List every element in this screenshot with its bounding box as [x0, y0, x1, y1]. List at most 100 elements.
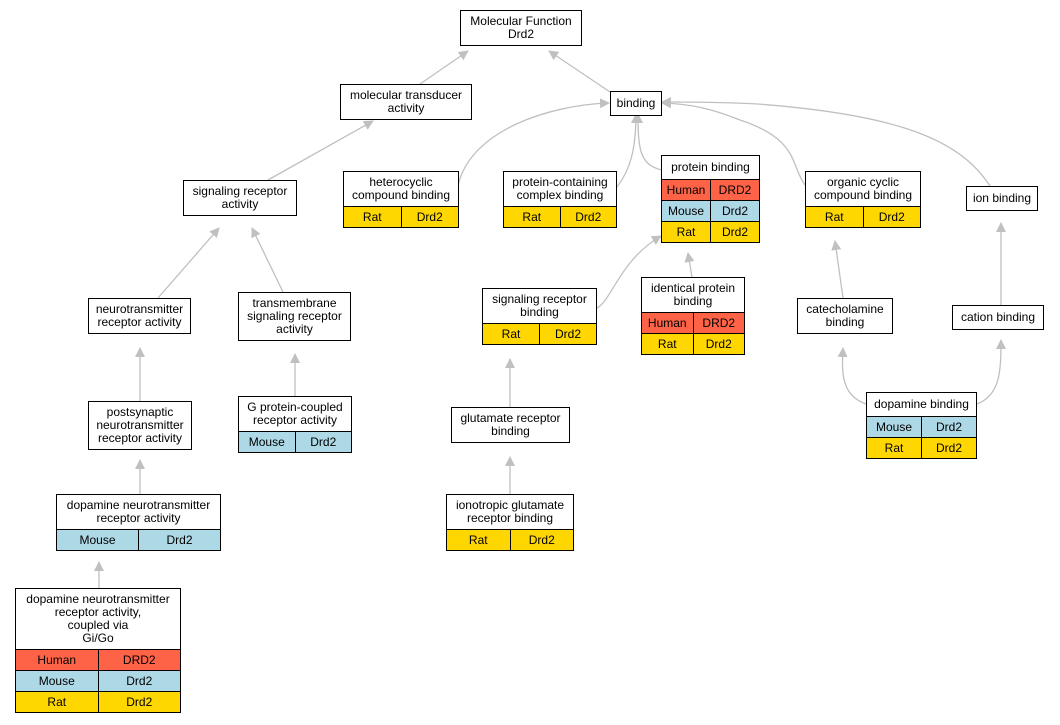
node-title: identical protein binding [650, 281, 736, 308]
node-title: G protein-coupled receptor activity [247, 400, 343, 427]
edge-hcb-bind [457, 98, 610, 187]
node-glutamate-receptor-binding[interactable]: glutamate receptor binding [451, 407, 570, 443]
gene-cell: DRD2 [692, 313, 744, 333]
node-title: neurotransmitter receptor activity [95, 302, 184, 329]
species-cell: Rat [16, 692, 98, 712]
node-neurotransmitter-receptor-activity[interactable]: neurotransmitter receptor activity [88, 298, 191, 334]
species-cell: Rat [344, 207, 401, 227]
node-signaling-receptor-activity[interactable]: signaling receptor activity [183, 180, 297, 216]
species-cell: Rat [483, 324, 539, 344]
node-title: postsynaptic neurotransmitter receptor a… [96, 405, 184, 445]
edge-db-catb [976, 339, 1006, 405]
node-ion-binding[interactable]: ion binding [966, 186, 1038, 211]
species-cell: Mouse [57, 530, 138, 550]
edge-occb-bind [661, 98, 806, 186]
edge-cab-occb [831, 240, 844, 299]
edge-pccb-bind [616, 113, 641, 188]
gene-cell: Drd2 [97, 671, 180, 691]
node-binding[interactable]: binding [610, 91, 662, 116]
edge-db-cab [837, 347, 867, 405]
node-title: Molecular Function Drd2 [470, 14, 572, 41]
node-dopamine-neurotransmitter-receptor-activity-gi-go[interactable]: dopamine neurotransmitter receptor activ… [15, 588, 181, 713]
edge-tsra-sra [251, 227, 284, 293]
node-title: dopamine binding [874, 397, 969, 411]
node-title: dopamine neurotransmitter receptor activ… [26, 592, 170, 645]
node-title: dopamine neurotransmitter receptor activ… [66, 498, 211, 525]
node-title: organic cyclic compound binding [813, 175, 913, 202]
gene-cell: Drd2 [862, 207, 920, 227]
species-cell: Rat [662, 222, 710, 242]
gene-cell: Drd2 [692, 334, 744, 354]
node-postsynaptic-neurotransmitter-receptor-activity[interactable]: postsynaptic neurotransmitter receptor a… [88, 401, 192, 450]
species-cell: Human [662, 180, 710, 200]
node-molecular-transducer-activity[interactable]: molecular transducer activity [340, 84, 472, 120]
edge-mtr-mf [419, 50, 469, 85]
gene-cell: Drd2 [97, 692, 180, 712]
edge-bind-mf [548, 50, 611, 93]
gene-cell: Drd2 [400, 207, 458, 227]
node-title: cation binding [960, 310, 1036, 324]
node-title: ionotropic glutamate receptor binding [455, 498, 565, 525]
edge-nra-sra [157, 227, 220, 299]
node-title: ion binding [972, 191, 1032, 205]
gene-cell: Drd2 [509, 530, 573, 550]
node-catecholamine-binding[interactable]: catecholamine binding [797, 298, 893, 334]
species-cell: Mouse [16, 671, 98, 691]
gene-cell: DRD2 [97, 650, 180, 670]
node-title: heterocyclic compound binding [351, 175, 451, 202]
edge-ionb-bind [661, 97, 991, 187]
node-title: signaling receptor activity [192, 184, 288, 211]
gene-cell: Drd2 [294, 432, 351, 452]
gene-cell: Drd2 [921, 438, 976, 458]
gene-cell: Drd2 [921, 417, 976, 437]
node-title: catecholamine binding [806, 302, 884, 329]
gene-cell: Drd2 [559, 207, 616, 227]
species-cell: Rat [806, 207, 863, 227]
gene-cell: Drd2 [710, 201, 759, 221]
species-cell: Rat [867, 438, 921, 458]
node-dopamine-neurotransmitter-receptor-activity[interactable]: dopamine neurotransmitter receptor activ… [56, 494, 221, 551]
gene-cell: DRD2 [710, 180, 759, 200]
node-title: signaling receptor binding [492, 292, 587, 319]
species-cell: Rat [642, 334, 693, 354]
node-cation-binding[interactable]: cation binding [952, 305, 1044, 330]
edge-ipb-pb [684, 252, 695, 278]
edge-srb-pb [596, 235, 662, 309]
gene-cell: Drd2 [138, 530, 220, 550]
gene-cell: Drd2 [710, 222, 759, 242]
node-title: protein-containing complex binding [512, 175, 608, 202]
node-molecular-function[interactable]: Molecular Function Drd2 [460, 10, 582, 46]
species-cell: Rat [447, 530, 510, 550]
edge-pb-bind [633, 113, 663, 171]
node-transmembrane-signaling-receptor-activity[interactable]: transmembrane signaling receptor activit… [238, 292, 351, 341]
node-title: transmembrane signaling receptor activit… [247, 296, 342, 336]
species-cell: Mouse [662, 201, 710, 221]
node-title: glutamate receptor binding [460, 411, 561, 438]
species-cell: Human [642, 313, 693, 333]
species-cell: Mouse [239, 432, 295, 452]
